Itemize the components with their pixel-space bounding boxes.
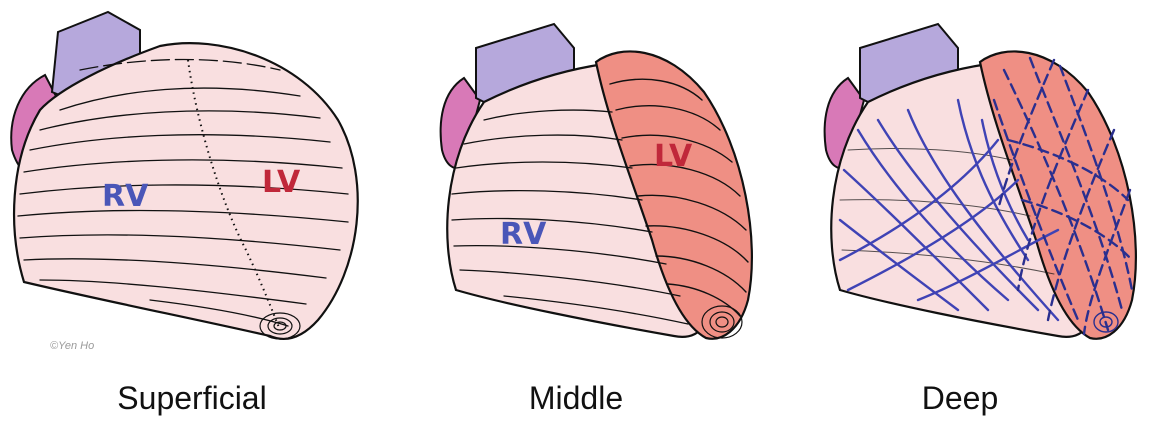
image-credit: ©Yen Ho	[50, 340, 94, 352]
lv-label: LV	[654, 139, 693, 174]
caption-superficial: Superficial	[0, 380, 384, 417]
panel-superficial: RV LV ©Yen Ho Superficial	[0, 0, 384, 424]
panel-middle: RV LV Middle	[384, 0, 768, 424]
panel-deep: Deep	[768, 0, 1152, 424]
heart-superficial-illustration: RV LV	[0, 0, 384, 380]
caption-deep: Deep	[768, 380, 1152, 417]
heart-deep-illustration	[768, 0, 1152, 380]
caption-middle: Middle	[384, 380, 768, 417]
rv-label: RV	[102, 179, 149, 214]
heart-middle-illustration: RV LV	[384, 0, 768, 380]
lv-label: LV	[262, 165, 301, 200]
rv-label: RV	[500, 217, 547, 252]
